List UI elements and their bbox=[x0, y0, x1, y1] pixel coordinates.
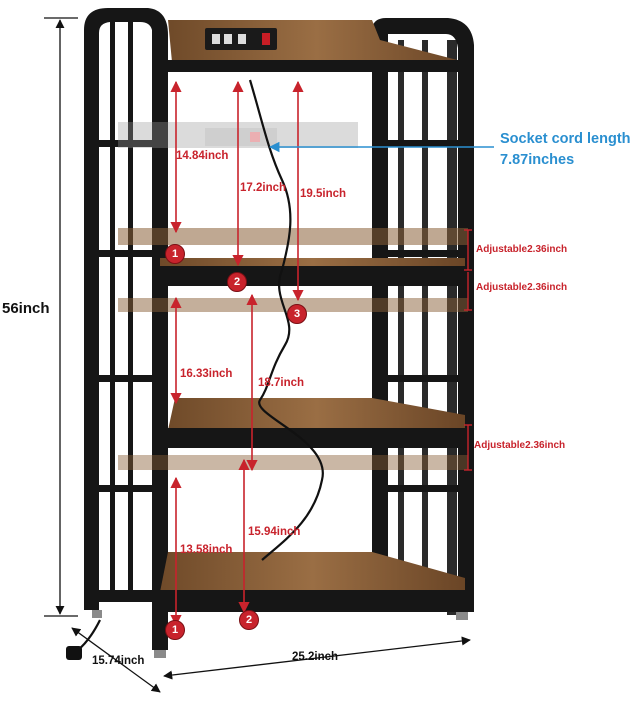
adjustable-label-3: Adjustable2.36inch bbox=[474, 440, 566, 451]
top-shelf bbox=[152, 20, 465, 72]
badge-shelf-2-bottom: 2 bbox=[239, 610, 259, 630]
adjustable-label-2: Adjustable2.36inch bbox=[476, 282, 568, 293]
adjustable-label-1: Adjustable2.36inch bbox=[476, 244, 568, 255]
height-17-2-label: 17.2inch bbox=[240, 182, 287, 194]
badge-shelf-1-bottom: 1 bbox=[165, 620, 185, 640]
height-16-33-label: 16.33inch bbox=[180, 368, 233, 380]
badge-shelf-2-top: 2 bbox=[227, 272, 247, 292]
shelf-3 bbox=[118, 398, 468, 470]
height-14-84-label: 14.84inch bbox=[176, 150, 229, 162]
bottom-shelf bbox=[152, 552, 474, 612]
socket-cord-length-value: 7.87inches bbox=[500, 152, 575, 168]
shelf-clearance-arrows bbox=[170, 80, 304, 627]
height-19-5-label: 19.5inch bbox=[300, 188, 347, 200]
height-15-94-label: 15.94inch bbox=[248, 526, 301, 538]
height-18-7-label: 18.7inch bbox=[258, 377, 305, 389]
leveling-feet bbox=[92, 610, 468, 658]
adjustable-brackets bbox=[464, 229, 472, 471]
width-label: 25.2inch bbox=[292, 651, 339, 663]
left-side-frame bbox=[84, 8, 168, 650]
depth-label: 15.74inch bbox=[92, 655, 145, 667]
badge-shelf-1-top: 1 bbox=[165, 244, 185, 264]
shelf-2 bbox=[118, 228, 468, 312]
badge-shelf-3-top: 3 bbox=[287, 304, 307, 324]
power-cord bbox=[248, 79, 324, 561]
height-13-58-label: 13.58inch bbox=[180, 544, 233, 556]
right-side-frame bbox=[372, 18, 474, 600]
socket-cord-length-title: Socket cord length bbox=[500, 131, 631, 147]
overall-dimensions bbox=[44, 17, 471, 693]
total-height-label: 56inch bbox=[2, 300, 50, 317]
